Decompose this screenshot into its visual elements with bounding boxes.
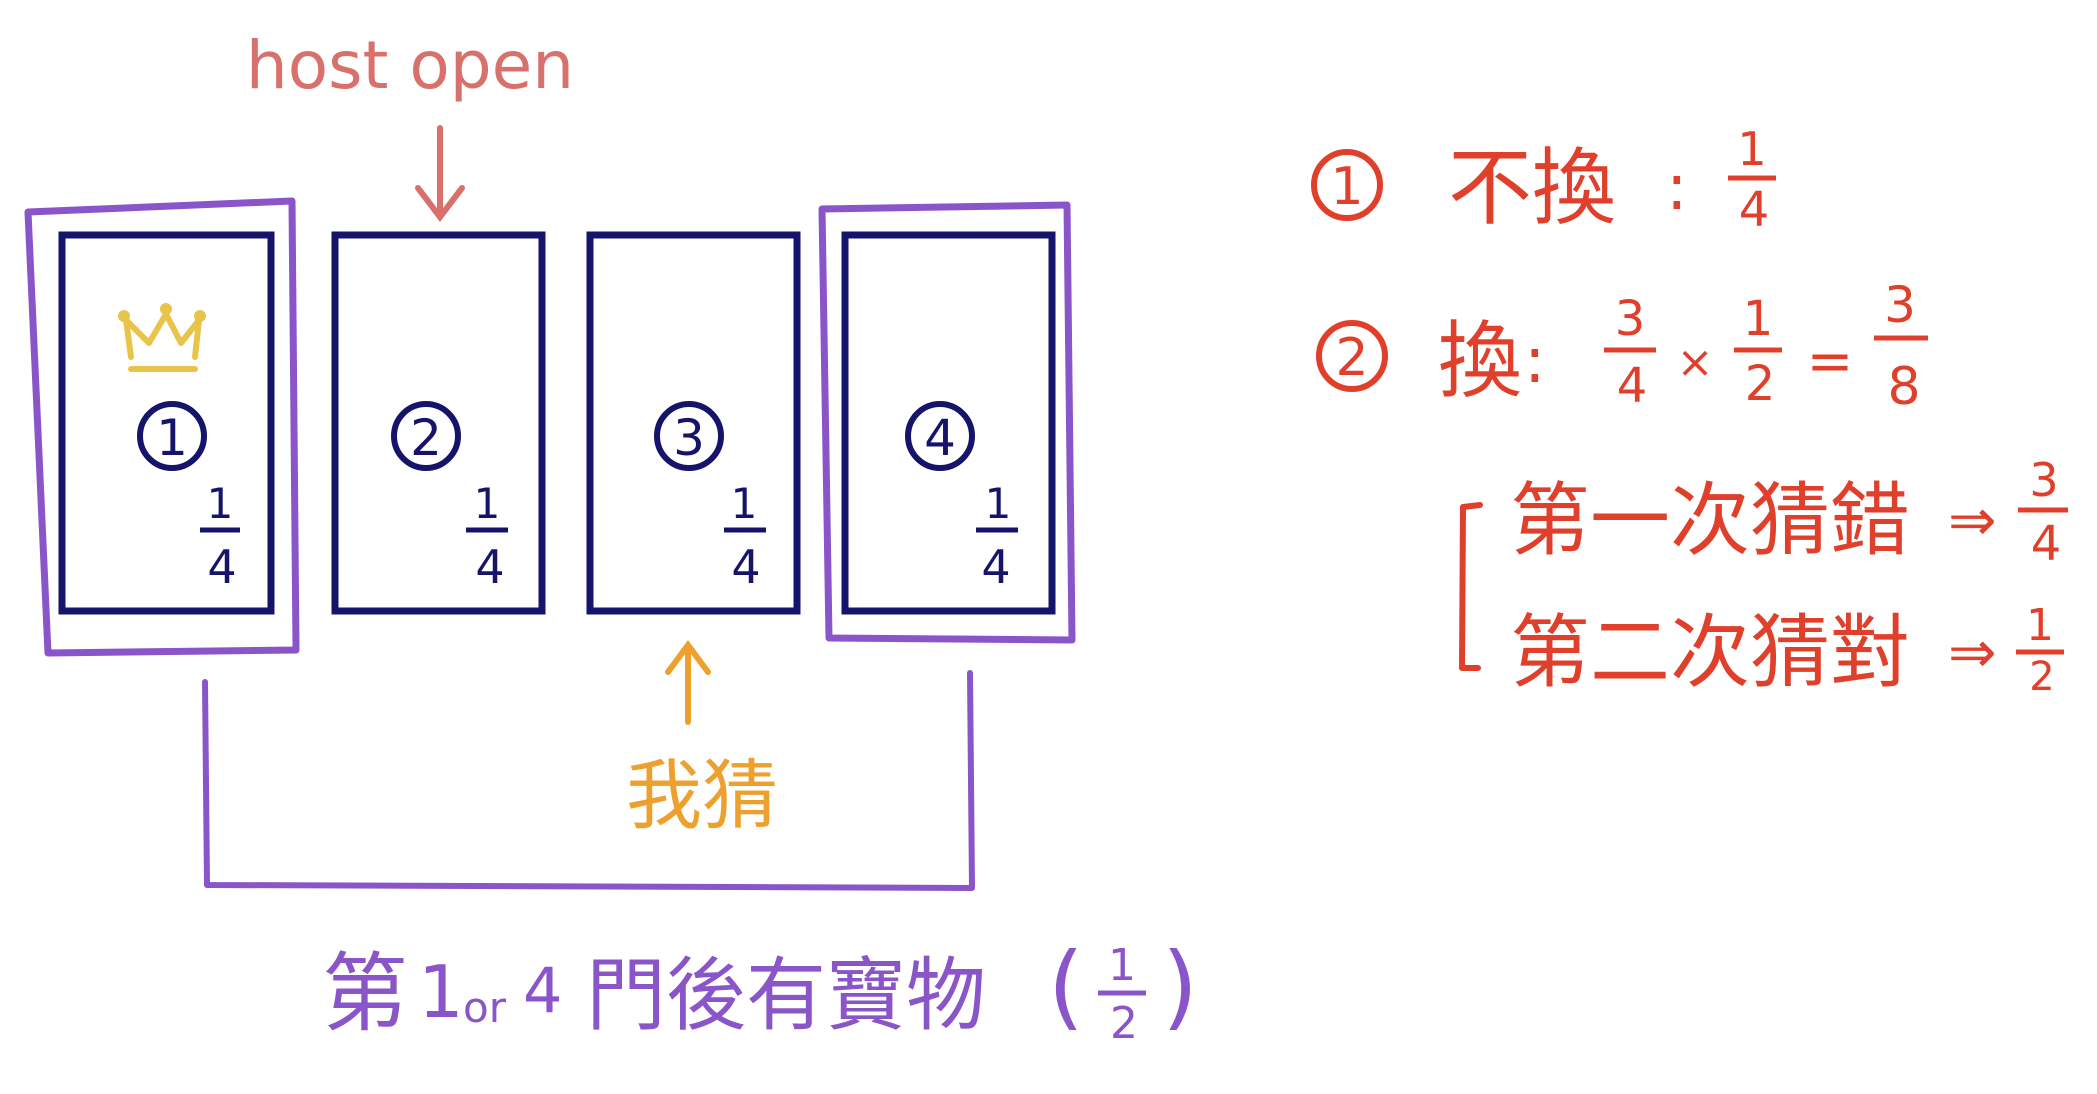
door-3-number-circle [654, 401, 724, 471]
door-1-highlight-frame [24, 197, 300, 657]
breakdown-2-arrow: ⇒ [1948, 618, 1997, 686]
door-4-highlight-frame [818, 201, 1076, 644]
breakdown-row-2: 第二次猜對 ⇒ 1 2 [1510, 600, 2064, 700]
crown-icon [118, 303, 206, 372]
result-1-marker-circle [1311, 149, 1383, 221]
door-2-number-circle [391, 401, 461, 471]
door-3-prob-num: 1 [731, 479, 758, 528]
host-arrow-icon [415, 125, 465, 222]
caption-frac-num: 1 [1108, 940, 1136, 991]
breakdown-2-num: 1 [2026, 600, 2054, 651]
result-2-marker: 2 [1335, 328, 1368, 388]
switch-equals: = [1807, 329, 1854, 394]
result-switch: 2 換 : 3 4 × 1 2 = 3 8 [1316, 276, 1928, 417]
breakdown-1-arrow: ⇒ [1948, 486, 1997, 554]
breakdown-1-num: 3 [2029, 453, 2058, 507]
door-3: 3 1 4 [586, 231, 801, 615]
door-1-prob-num: 1 [207, 479, 234, 528]
door-1-prob-den: 4 [207, 540, 236, 594]
door-1: 1 1 4 [58, 231, 275, 615]
switch-f2-num: 1 [1743, 291, 1774, 347]
no-switch-den: 4 [1739, 182, 1770, 238]
caption-post: 門後有寶物 [586, 949, 986, 1042]
no-switch-label: 不換 [1448, 139, 1616, 237]
breakdown-1-text: 第一次猜錯 [1510, 474, 1910, 567]
door-2-prob-num: 1 [474, 479, 501, 528]
breakdown-row-1: 第一次猜錯 ⇒ 3 4 [1510, 453, 2068, 572]
door-2-number: 2 [410, 409, 442, 467]
breakdown-2-den: 2 [2029, 654, 2054, 700]
caption-four: 4 [523, 954, 562, 1027]
result-no-switch: 1 不換 : 1 4 [1311, 122, 1776, 238]
switch-result-num: 3 [1884, 276, 1916, 334]
switch-separator: : [1524, 324, 1546, 398]
guess-arrow-icon [665, 639, 711, 725]
door-1-number: 1 [156, 409, 188, 467]
no-switch-separator: : [1666, 151, 1688, 225]
breakdown-2-text: 第二次猜對 [1510, 606, 1910, 699]
host-open-label: host open [246, 27, 574, 104]
switch-f2-den: 2 [1745, 356, 1776, 412]
switch-times: × [1677, 337, 1714, 388]
breakdown-1-den: 4 [2031, 516, 2062, 572]
result-1-marker: 1 [1330, 157, 1363, 217]
breakdown-bracket [1459, 502, 1483, 671]
bottom-caption: 第 1 or 4 門後有寶物 ( 1 2 ) [322, 933, 1198, 1049]
doors-1-4-bracket [202, 670, 975, 891]
switch-f1-den: 4 [1617, 358, 1648, 414]
caption-frac-den: 2 [1110, 998, 1138, 1049]
door-2-prob-den: 4 [475, 540, 504, 594]
no-switch-num: 1 [1737, 122, 1766, 176]
door-1-number-circle [137, 401, 207, 471]
switch-f1-num: 3 [1615, 291, 1646, 347]
caption-open-paren: ( [1048, 933, 1084, 1040]
door-4-number: 4 [924, 409, 956, 467]
door-3-prob-den: 4 [731, 540, 760, 594]
door-4: 4 1 4 [841, 231, 1056, 615]
caption-close-paren: ) [1162, 933, 1198, 1040]
caption-or: or [463, 983, 507, 1032]
switch-label: 換 [1438, 312, 1522, 410]
door-3-number: 3 [673, 409, 705, 467]
door-4-prob-num: 1 [985, 479, 1012, 528]
door-2: 2 1 4 [331, 231, 546, 615]
guess-label: 我猜 [626, 751, 778, 840]
door-4-number-circle [905, 401, 975, 471]
result-2-marker-circle [1316, 320, 1388, 392]
caption-one: 1 [418, 950, 464, 1034]
caption-pre: 第 [322, 944, 408, 1044]
door-4-prob-den: 4 [981, 540, 1010, 594]
switch-result-den: 8 [1887, 357, 1920, 417]
